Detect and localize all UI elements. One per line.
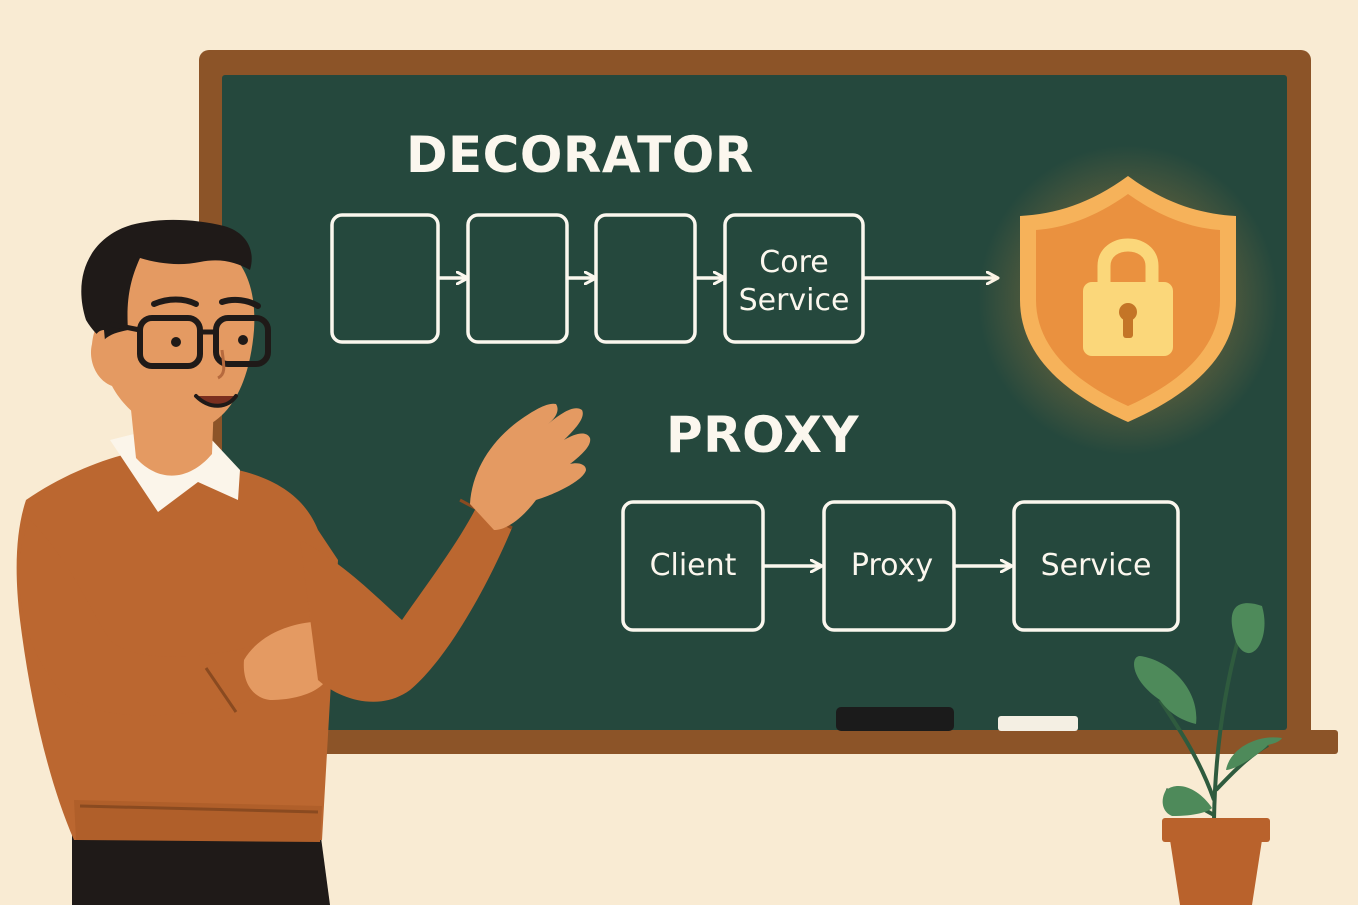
core-service-label: Core Service bbox=[725, 244, 863, 320]
service-box bbox=[1012, 500, 1180, 632]
chalk-piece bbox=[998, 716, 1078, 731]
client-label: Client bbox=[649, 548, 737, 583]
decorator-diagram bbox=[330, 213, 997, 344]
decorator-heading: DECORATOR bbox=[406, 126, 754, 184]
core-service-label-line2: Service bbox=[738, 283, 850, 318]
core-service-label-line1: Core bbox=[759, 245, 829, 280]
proxy-diagram bbox=[621, 500, 1180, 632]
shield-lock-icon bbox=[978, 145, 1278, 455]
teacher-figure bbox=[16, 219, 591, 905]
potted-plant-icon bbox=[1134, 603, 1282, 905]
eraser-icon bbox=[836, 707, 954, 731]
chalk-ledge bbox=[296, 730, 1338, 754]
proxy-label: Proxy bbox=[850, 548, 934, 583]
service-label: Service bbox=[1040, 548, 1152, 583]
proxy-heading: PROXY bbox=[666, 406, 860, 464]
